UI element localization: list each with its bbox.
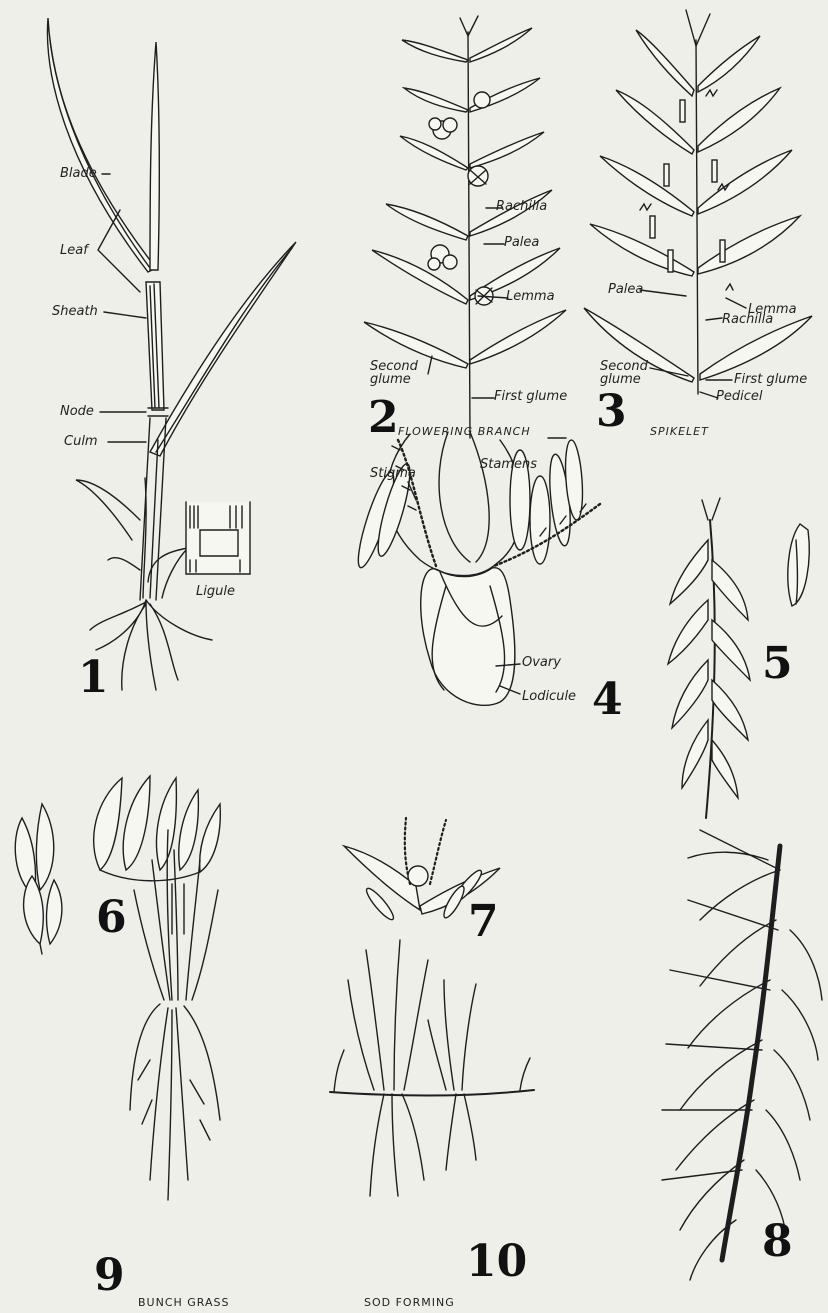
label-sheath: Sheath [52, 305, 98, 319]
label-blade: Blade [60, 167, 97, 181]
caption-sod-forming: SOD FORMING [364, 1296, 455, 1309]
figure9-bunch-grass-drawing [130, 830, 220, 1200]
figure-number-7: 7 [468, 900, 499, 944]
figure-number-6: 6 [96, 896, 127, 940]
label-palea-spikelet: Palea [608, 283, 643, 297]
figure-number-4: 4 [592, 678, 623, 722]
label-pedicel: Pedicel [716, 390, 762, 404]
figure-number-5: 5 [762, 642, 793, 686]
figure3-spikelet-drawing [584, 10, 812, 398]
label-leaf: Leaf [60, 244, 88, 258]
caption-spikelet: SPIKELET [650, 425, 709, 438]
label-first-glume-spikelet: First glume [734, 373, 807, 387]
figure8-awned-spike-drawing [662, 830, 822, 1280]
figure-number-9: 9 [94, 1254, 125, 1298]
figure-number-10: 10 [466, 1240, 527, 1284]
label-rachilla-spikelet: Rachilla [722, 313, 773, 327]
figure-number-2: 2 [368, 396, 399, 440]
label-lodicule: Lodicule [522, 690, 576, 704]
label-first-glume: First glume [494, 390, 567, 404]
figure-number-1: 1 [78, 656, 109, 700]
label-node: Node [60, 405, 94, 419]
label-ovary: Ovary [522, 656, 561, 670]
label-rachilla: Rachilla [496, 200, 547, 214]
label-second-glume: Second glume [370, 360, 418, 386]
label-stamens: Stamens [480, 458, 537, 472]
label-lemma: Lemma [506, 290, 555, 304]
figure-number-3: 3 [596, 390, 627, 434]
label-palea: Palea [504, 236, 539, 250]
caption-flowering-branch: FLOWERING BRANCH [398, 425, 531, 438]
label-second-glume-spikelet: Second glume [600, 360, 648, 386]
caption-bunch-grass: BUNCH GRASS [138, 1296, 230, 1309]
label-culm: Culm [64, 435, 98, 449]
figure1-grass-plant-drawing [47, 18, 296, 690]
label-stigma: Stigma [370, 467, 416, 481]
label-ligule: Ligule [196, 585, 235, 599]
figure10-sod-forming-drawing [330, 940, 534, 1196]
figure-number-8: 8 [762, 1220, 793, 1264]
